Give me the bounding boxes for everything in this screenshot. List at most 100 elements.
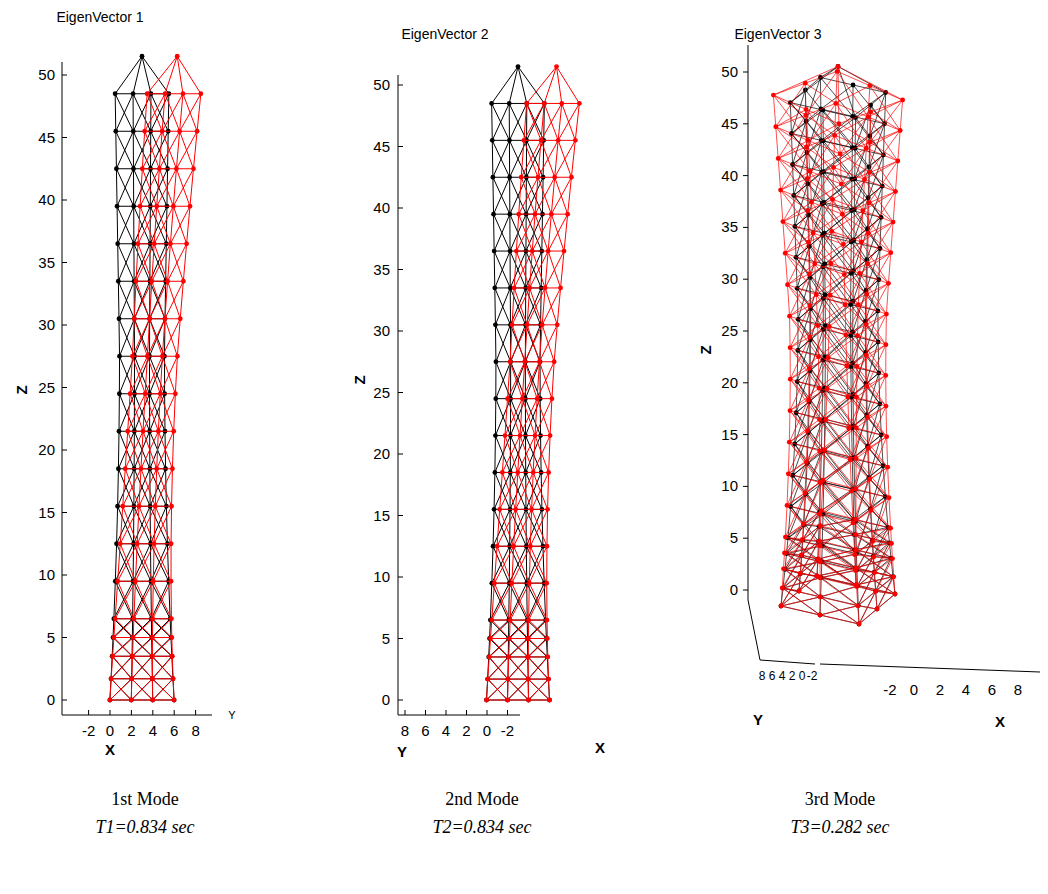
tower-member <box>150 544 168 582</box>
tower-member <box>173 679 175 700</box>
tower-node <box>865 226 870 231</box>
tower-member <box>488 657 509 679</box>
tower-member <box>114 619 134 638</box>
tower-member <box>489 656 548 657</box>
tower-member <box>133 131 150 169</box>
tower-node <box>526 698 531 703</box>
tower-member <box>527 288 545 325</box>
tower-member <box>153 679 173 700</box>
tower-member <box>142 168 193 169</box>
tower-node <box>130 354 135 359</box>
tower-member <box>510 620 528 638</box>
tower-node <box>171 429 176 434</box>
tower-member <box>528 679 529 700</box>
undeformed-tower <box>779 64 898 626</box>
tower-member <box>858 573 875 606</box>
axis-tick <box>398 269 403 270</box>
tower-member <box>130 394 143 432</box>
tower-member <box>797 288 799 319</box>
tower-member <box>489 657 508 679</box>
tower-member <box>153 638 173 657</box>
tower-member <box>171 619 172 638</box>
tower-member <box>142 169 156 207</box>
tower-node <box>115 204 120 209</box>
tower-node <box>147 316 152 321</box>
tower-member <box>507 679 508 700</box>
tower-node <box>129 698 134 703</box>
tower-member <box>162 94 183 132</box>
tower-member <box>527 103 541 140</box>
tower-node <box>115 579 120 584</box>
tower-node <box>492 249 497 254</box>
tower-member <box>820 578 858 606</box>
tower-member <box>145 356 147 394</box>
tower-member <box>510 472 511 509</box>
tower-member <box>510 288 525 325</box>
tower-member <box>796 257 797 288</box>
tower-member <box>530 251 549 288</box>
tower-member <box>526 214 542 251</box>
tower-member <box>799 576 817 591</box>
tower-node <box>545 636 550 641</box>
tower-node <box>169 579 174 584</box>
tower-member <box>123 469 125 507</box>
tower-node <box>492 286 497 291</box>
undeformed-tower <box>108 54 177 703</box>
tower-member <box>527 639 528 657</box>
tower-node <box>108 698 113 703</box>
tower-member <box>549 436 550 473</box>
tower-member <box>175 356 177 394</box>
tower-node <box>527 581 532 586</box>
tower-node <box>516 212 521 217</box>
x-axis <box>820 664 1040 672</box>
tower-node <box>150 654 155 659</box>
tower-node <box>151 579 156 584</box>
tower-member <box>510 288 525 325</box>
tower-member <box>154 206 173 244</box>
tower-node <box>163 91 168 96</box>
tower-member <box>537 362 539 399</box>
tower-node <box>487 655 492 660</box>
tower-member <box>165 319 177 357</box>
tower-node <box>510 322 515 327</box>
tower-node <box>156 429 161 434</box>
tower-member <box>822 522 855 546</box>
tower-member <box>508 679 529 700</box>
tower-member <box>120 506 139 544</box>
tower-member <box>876 559 893 592</box>
tower-node <box>505 698 510 703</box>
tower-member <box>820 606 858 615</box>
tower-member <box>820 578 857 587</box>
tower-member <box>810 235 822 277</box>
axis-tick <box>62 200 67 201</box>
tower-node <box>116 466 121 471</box>
tower-member <box>115 94 133 132</box>
tower-node <box>547 698 552 703</box>
tower-node <box>132 316 137 321</box>
tower-node <box>539 138 544 143</box>
tower-member <box>509 639 528 657</box>
tower-member <box>118 206 134 244</box>
tower-member <box>151 619 152 638</box>
axis-tick <box>743 382 748 383</box>
tower-member <box>516 214 518 251</box>
mode-shape-tower <box>771 64 905 626</box>
tower-member <box>110 679 132 700</box>
tower-node <box>181 279 186 284</box>
y-axis <box>748 600 760 660</box>
axis-tick <box>62 75 67 76</box>
tower-member <box>145 356 162 394</box>
tower-member <box>782 578 820 588</box>
tower-node <box>129 676 134 681</box>
tower-member <box>544 67 556 104</box>
tower-member <box>510 362 522 399</box>
tower-member <box>820 578 822 597</box>
tower-member <box>139 469 141 507</box>
tower-member <box>134 581 136 619</box>
tower-member <box>151 656 152 679</box>
tower-member <box>155 469 156 507</box>
tower-member <box>132 638 152 657</box>
tower-member <box>140 206 154 244</box>
tower-member <box>524 140 538 177</box>
